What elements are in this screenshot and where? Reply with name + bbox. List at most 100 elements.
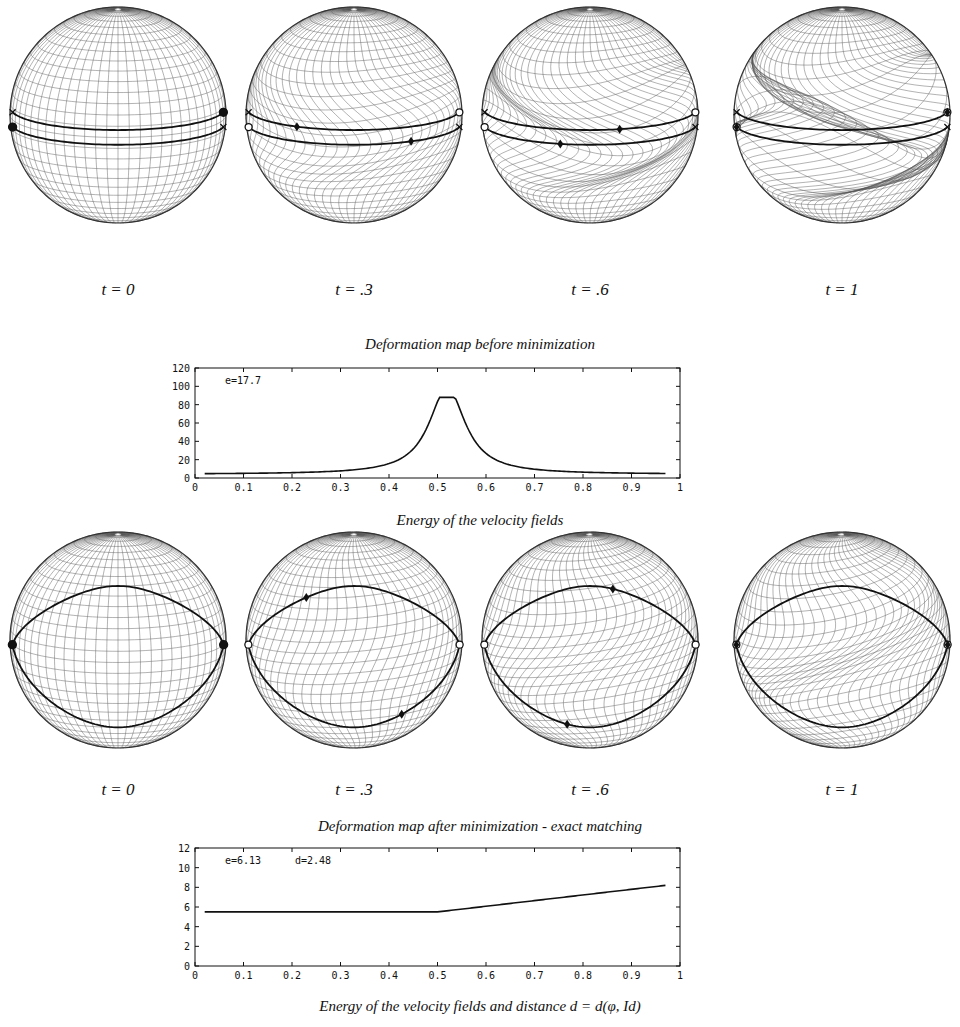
tick-mark <box>437 962 438 966</box>
grid-line <box>296 542 404 560</box>
tick-mark <box>486 962 487 966</box>
grid-line <box>800 533 867 547</box>
grid-line <box>120 535 181 747</box>
energy-chart <box>195 848 680 966</box>
grid-line <box>24 535 114 742</box>
axis-tick-label: 0.3 <box>331 970 349 981</box>
grid-line <box>249 535 350 683</box>
axis-tick-label: 0 <box>192 482 198 493</box>
tick-mark <box>486 474 487 478</box>
grid-line <box>591 10 696 223</box>
grid-line <box>490 572 675 615</box>
grid-line <box>765 186 923 204</box>
tick-mark <box>195 848 199 849</box>
grid-line <box>546 14 634 28</box>
tick-mark <box>243 368 244 372</box>
moving-marker <box>399 710 405 719</box>
start-marker <box>9 642 15 648</box>
tick-mark <box>389 848 390 852</box>
grid-line <box>846 9 914 34</box>
grid-line <box>122 535 226 689</box>
grid-line <box>357 10 461 220</box>
grid-line <box>39 714 197 727</box>
matching-curve <box>12 586 223 645</box>
chart-frame <box>195 368 680 478</box>
grid-line <box>746 160 940 197</box>
energy-curve <box>205 397 666 473</box>
grid-line <box>845 534 883 540</box>
time-label: t = .6 <box>571 781 608 800</box>
grid-line <box>734 7 844 136</box>
grid-line <box>313 10 360 222</box>
grid-line <box>342 533 365 538</box>
grid-line <box>510 40 671 63</box>
sphere-figure <box>9 7 228 223</box>
start-marker <box>220 124 226 130</box>
grid-line <box>817 535 901 748</box>
moving-marker <box>564 720 570 729</box>
grid-line <box>121 10 198 220</box>
grid-line <box>820 10 949 223</box>
target-marker <box>944 109 951 116</box>
grid-line <box>752 49 932 96</box>
sphere-figure <box>481 7 699 223</box>
axis-tick-label: 0.9 <box>622 482 640 493</box>
grid-line <box>357 10 459 213</box>
grid-line <box>107 10 118 223</box>
tick-mark <box>389 962 390 966</box>
grid-line <box>246 105 461 147</box>
axis-tick-label: 0.3 <box>331 482 349 493</box>
grid-line <box>118 10 129 223</box>
tick-mark <box>195 386 199 387</box>
tick-mark <box>292 962 293 966</box>
grid-line <box>591 10 697 223</box>
grid-line <box>482 610 694 658</box>
grid-line <box>246 619 460 653</box>
grid-line <box>745 9 857 164</box>
grid-line <box>310 14 398 28</box>
matching-curve <box>736 645 947 728</box>
moving-marker <box>734 123 740 132</box>
moving-marker <box>610 584 616 593</box>
grid-line <box>118 535 119 748</box>
grid-line <box>490 645 698 686</box>
grid-line <box>277 554 421 578</box>
axis-tick-label: 0.7 <box>525 970 543 981</box>
grid-line <box>844 535 932 744</box>
grid-line <box>122 10 224 193</box>
grid-line <box>485 86 694 145</box>
grid-line <box>358 10 453 71</box>
grid-line <box>247 9 351 130</box>
grid-line <box>769 10 922 217</box>
matching-curve <box>249 112 460 130</box>
grid-line <box>836 10 950 223</box>
grid-line <box>765 542 890 574</box>
tick-mark <box>680 962 681 966</box>
grid-line <box>251 654 461 685</box>
grid-line <box>31 535 115 744</box>
grid-line <box>121 535 198 745</box>
sphere-figure <box>245 532 463 748</box>
tick-mark <box>676 404 680 405</box>
axis-tick-label: 0.8 <box>574 970 592 981</box>
tick-mark <box>195 962 196 966</box>
axis-tick-label: 0 <box>184 473 190 484</box>
grid-line <box>846 9 924 44</box>
grid-line <box>756 175 932 201</box>
grid-line <box>594 9 663 35</box>
axis-tick-label: 0.5 <box>428 970 446 981</box>
grid-line <box>734 90 950 149</box>
grid-line <box>752 51 931 113</box>
tick-mark <box>195 474 196 478</box>
tick-mark <box>243 474 244 478</box>
start-marker <box>456 124 462 130</box>
grid-line <box>535 10 633 221</box>
chart-frame <box>195 848 680 966</box>
tick-mark <box>195 946 199 947</box>
tick-mark <box>676 907 680 908</box>
tick-mark <box>534 474 535 478</box>
axis-tick-label: 1 <box>677 482 683 493</box>
tick-mark <box>583 368 584 372</box>
sphere-outline <box>482 532 698 748</box>
target-marker <box>456 109 463 116</box>
